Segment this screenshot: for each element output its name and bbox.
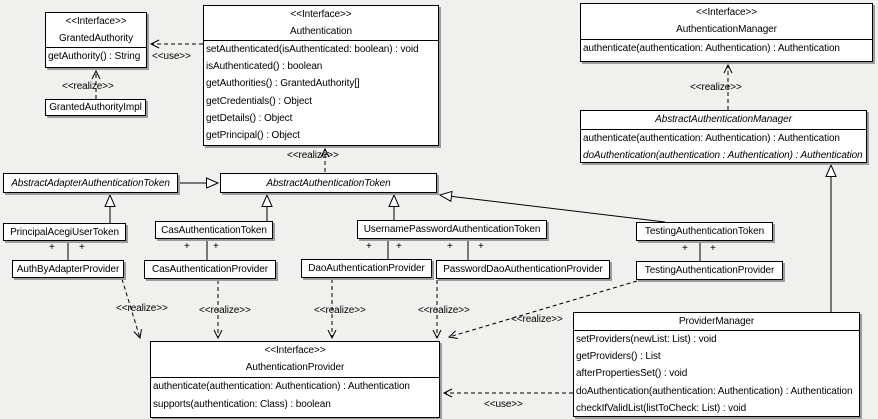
class-name: AuthenticationManager (676, 24, 777, 35)
method: getPrincipal() : Object (206, 130, 300, 142)
class-box-username-password-authentication-token: UsernamePasswordAuthenticationToken (357, 220, 547, 239)
method: authenticate(authentication: Authenticat… (153, 381, 410, 392)
method: afterPropertiesSet() : void (576, 368, 688, 380)
multiplicity-label: + (396, 241, 402, 252)
class-box-password-dao-authentication-provider: PasswordDaoAuthenticationProvider (436, 260, 610, 279)
multiplicity-label: + (184, 241, 190, 252)
stereotype: <<Interface>> (65, 16, 127, 27)
class-name: AuthByAdapterProvider (16, 263, 120, 275)
class-box-abstract-authentication-token: AbstractAuthenticationToken (220, 173, 437, 193)
method: authenticate(authentication: Authenticat… (583, 133, 840, 144)
class-box-testing-authentication-token: TestingAuthenticationToken (636, 222, 773, 241)
method: getAuthorities() : GrantedAuthority[] (206, 78, 360, 90)
realize-label: <<realize>> (199, 305, 251, 316)
multiplicity-label: + (447, 241, 453, 252)
multiplicity-label: + (710, 243, 716, 254)
multiplicity-label: + (79, 242, 85, 253)
class-name: TestingAuthenticationToken (644, 226, 765, 237)
class-box-cas-authentication-token: CasAuthenticationToken (155, 221, 273, 239)
method: getProviders() : List (576, 351, 661, 363)
method: getCredentials() : Object (206, 95, 312, 107)
class-name: Authentication (290, 26, 352, 37)
method: isAuthenticated() : boolean (206, 61, 323, 73)
stereotype: <<Interface>> (290, 9, 352, 20)
class-box-auth-by-adapter-provider: AuthByAdapterProvider (12, 260, 124, 278)
class-name: AbstractAuthenticationManager (655, 114, 792, 125)
method: getDetails() : Object (206, 112, 293, 124)
class-name: GrantedAuthority (59, 33, 133, 44)
edge-gen-testingauthenticationtoken (438, 190, 666, 223)
class-box-principal-acegi-user-token: PrincipalAcegiUserToken (3, 223, 126, 241)
class-name: CasAuthenticationToken (161, 224, 267, 236)
method: setProviders(newList: List) : void (576, 334, 717, 345)
method: doAuthentication(authentication : Authen… (583, 150, 863, 162)
use-label: <<use>> (484, 399, 523, 410)
class-name: CasAuthenticationProvider (152, 264, 268, 275)
class-box-authentication-provider: <<Interface>> AuthenticationProvider aut… (150, 341, 440, 418)
method: getAuthority() : String (48, 51, 141, 62)
class-box-authentication-manager: <<Interface>> AuthenticationManager auth… (580, 3, 873, 62)
realize-label: <<realize>> (511, 314, 563, 325)
realize-label: <<realize>> (690, 82, 742, 93)
method: checkIfValidList(listToCheck: List) : vo… (576, 402, 747, 414)
realize-label: <<realize>> (418, 305, 470, 316)
method: setAuthenticated(isAuthenticated: boolea… (206, 44, 419, 55)
class-name: AbstractAdapterAuthenticationToken (11, 177, 170, 189)
multiplicity-label: + (478, 241, 484, 252)
class-box-granted-authority-impl: GrantedAuthorityImpl (45, 99, 146, 116)
class-name: AbstractAuthenticationToken (266, 177, 391, 189)
class-box-abstract-authentication-manager: AbstractAuthenticationManager authentica… (580, 110, 867, 163)
method: authenticate(authentication: Authenticat… (583, 43, 840, 54)
use-label: <<use>> (152, 51, 191, 62)
multiplicity-label: + (213, 241, 219, 252)
class-box-abstract-adapter-authentication-token: AbstractAdapterAuthenticationToken (3, 173, 178, 193)
multiplicity-label: + (49, 242, 55, 253)
multiplicity-label: + (682, 243, 688, 254)
class-name: PasswordDaoAuthenticationProvider (443, 264, 603, 275)
class-box-provider-manager: ProviderManager setProviders(newList: Li… (573, 312, 860, 417)
class-box-authentication: <<Interface>> Authentication setAuthenti… (203, 5, 439, 146)
class-name: GrantedAuthorityImpl (49, 102, 142, 113)
method: doAuthentication(authentication: Authent… (576, 385, 853, 397)
class-box-cas-authentication-provider: CasAuthenticationProvider (144, 260, 276, 279)
realize-label: <<realize>> (287, 150, 339, 161)
stereotype: <<Interface>> (696, 7, 757, 18)
realize-label: <<realize>> (116, 303, 168, 314)
class-box-granted-authority: <<Interface>> GrantedAuthority getAuthor… (45, 12, 147, 68)
class-name: AuthenticationProvider (245, 362, 345, 373)
class-box-dao-authentication-provider: DaoAuthenticationProvider (301, 259, 432, 278)
class-name: PrincipalAcegiUserToken (10, 226, 119, 238)
realize-label: <<realize>> (314, 305, 366, 316)
realize-label: <<realize>> (62, 81, 114, 92)
method: supports(authentication: Class) : boolea… (153, 399, 331, 410)
class-box-testing-authentication-provider: TestingAuthenticationProvider (636, 261, 783, 280)
multiplicity-label: + (366, 241, 372, 252)
class-name: TestingAuthenticationProvider (644, 265, 775, 276)
class-name: ProviderManager (678, 316, 755, 327)
class-name: UsernamePasswordAuthenticationToken (363, 224, 541, 235)
stereotype: <<Interface>> (264, 345, 326, 356)
class-name: DaoAuthenticationProvider (308, 263, 425, 274)
